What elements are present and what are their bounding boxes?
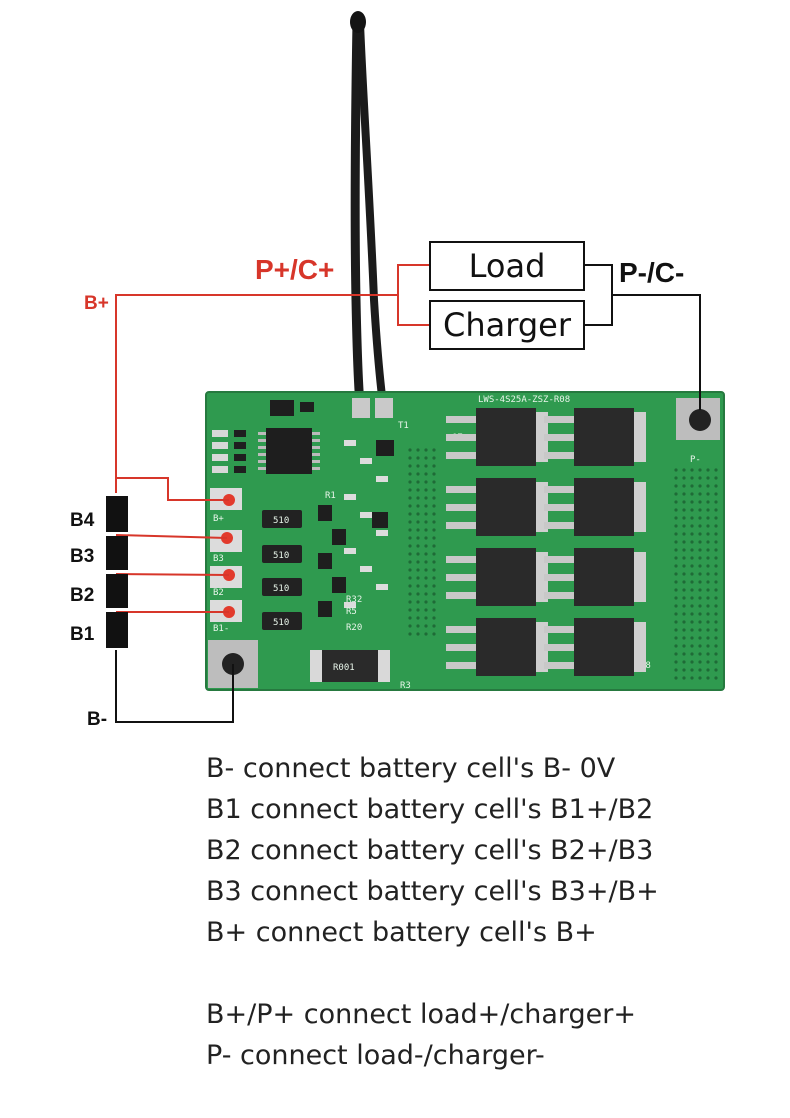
p-plus-c-plus-label: P+/C+ [255, 254, 334, 285]
pad-label-b3: B3 [213, 554, 224, 564]
instruction-line: B1 connect battery cell's B1+/B2 [206, 794, 654, 825]
wiring-instructions: B- connect battery cell's B- 0V B1 conne… [206, 748, 766, 1076]
b2-label: B2 [70, 585, 94, 606]
instruction-line: B+ connect battery cell's B+ [206, 917, 597, 948]
pad-label-p-minus: P- [690, 455, 701, 465]
instruction-line: B- connect battery cell's B- 0V [206, 753, 616, 784]
ref-label: R5 [346, 607, 357, 617]
resistor-value: 510 [273, 618, 289, 628]
wires [115, 264, 701, 723]
b1-label: B1 [70, 624, 95, 645]
pad-label-b1: B1- [213, 624, 229, 634]
charger-box [429, 300, 585, 350]
load-label: Load [469, 247, 546, 285]
ref-label: R20 [346, 623, 362, 633]
instruction-line: B2 connect battery cell's B2+/B3 [206, 835, 654, 866]
charger-label: Charger [443, 306, 572, 344]
b4-label: B4 [70, 510, 95, 531]
pad-label-b-plus: B+ [213, 514, 224, 524]
ref-label: R3 [400, 681, 411, 691]
battery-stack [106, 496, 128, 648]
p-minus-c-minus-label: P-/C- [619, 257, 684, 288]
via-pattern [408, 448, 718, 680]
resistor-value: 510 [273, 584, 289, 594]
instruction-line: B3 connect battery cell's B3+/B+ [206, 876, 659, 907]
spacer [206, 953, 766, 994]
pcb-model-label: LWS-4S25A-ZSZ-R08 [478, 395, 570, 405]
instruction-line: B+/P+ connect load+/charger+ [206, 999, 636, 1030]
resistor-value: 510 [273, 516, 289, 526]
pad-label-b2: B2 [213, 588, 224, 598]
mosfet-array [446, 408, 646, 676]
pcb-board: B+ B3 B2 B1- 510 510 510 510 R001 LWS-4S… [205, 391, 725, 691]
ref-label: R1 [325, 491, 336, 501]
shunt-label: R001 [333, 663, 355, 673]
load-box [429, 241, 585, 291]
b-plus-label: B+ [84, 293, 109, 314]
smd-components [212, 400, 394, 617]
resistor-value: 510 [273, 551, 289, 561]
instruction-line: P- connect load-/charger- [206, 1040, 545, 1071]
b3-label: B3 [70, 546, 94, 567]
ref-label: T1 [398, 421, 409, 431]
ntc-thermistor-cable [350, 11, 387, 410]
b-minus-label: B- [87, 709, 107, 730]
ref-label: R32 [346, 595, 362, 605]
ic-pins [258, 432, 320, 470]
